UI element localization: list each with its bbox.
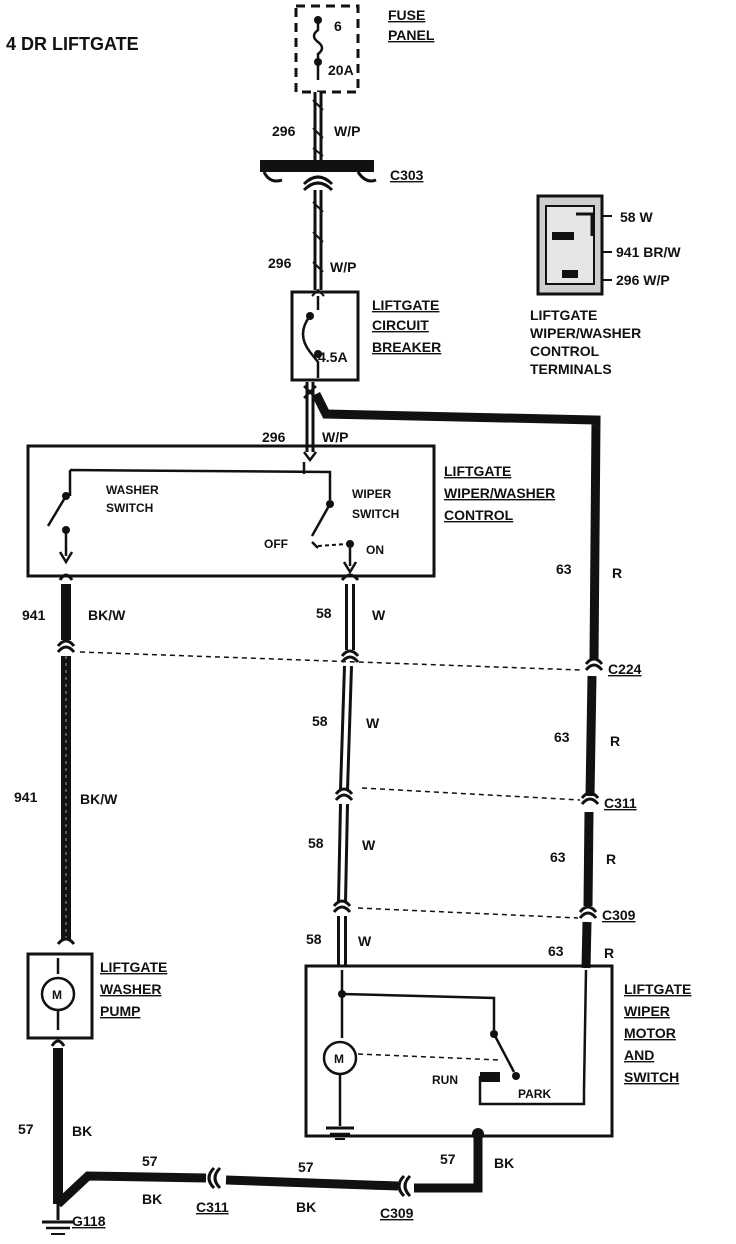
terminal-pin-1: 58 W bbox=[620, 209, 653, 225]
control-terminals-inset bbox=[536, 194, 612, 296]
wiper-motor-label-1: LIFTGATE bbox=[624, 981, 691, 997]
wire-58-number-b: 58 bbox=[312, 713, 328, 729]
wire-63-number-b: 63 bbox=[554, 729, 570, 745]
wire-296-color-c: W/P bbox=[322, 429, 348, 445]
terminals-label-4: TERMINALS bbox=[530, 361, 612, 377]
connector-c224-label: C224 bbox=[608, 661, 642, 677]
breaker-rating: 4.5A bbox=[318, 349, 348, 365]
wire-63-red bbox=[311, 391, 601, 969]
fuse-6: 6 20A bbox=[294, 4, 360, 94]
wire-296-number-c: 296 bbox=[262, 429, 286, 445]
breaker-label-1: LIFTGATE bbox=[372, 297, 439, 313]
wire-57-number-b: 57 bbox=[142, 1153, 158, 1169]
wire-296-number-a: 296 bbox=[272, 123, 296, 139]
terminals-label-2: WIPER/WASHER bbox=[530, 325, 641, 341]
wire-63-color-d: R bbox=[604, 945, 614, 961]
wire-63-number-d: 63 bbox=[548, 943, 564, 959]
wire-63-color-c: R bbox=[606, 851, 616, 867]
control-label-1: LIFTGATE bbox=[444, 463, 511, 479]
wire-296-number-b: 296 bbox=[268, 255, 292, 271]
wire-57-number-a: 57 bbox=[18, 1121, 34, 1137]
wire-58-number-a: 58 bbox=[316, 605, 332, 621]
control-label-3: CONTROL bbox=[444, 507, 514, 523]
wire-57-color-c: BK bbox=[296, 1199, 316, 1215]
washer-switch-label-1: WASHER bbox=[106, 483, 159, 497]
wire-57-color-b: BK bbox=[142, 1191, 162, 1207]
wire-941-number-a: 941 bbox=[22, 607, 46, 623]
fuse-panel-label-1: FUSE bbox=[388, 7, 425, 23]
wiper-run-label: RUN bbox=[432, 1073, 458, 1087]
connector-c309-right-label: C309 bbox=[602, 907, 636, 923]
pump-label-1: LIFTGATE bbox=[100, 959, 167, 975]
wire-941-color-b: BK/W bbox=[80, 791, 118, 807]
connector-c309-right bbox=[357, 905, 598, 919]
wire-58-number-d: 58 bbox=[306, 931, 322, 947]
wiper-motor-switch: M RUN PARK bbox=[304, 964, 614, 1140]
wire-63-number-a: 63 bbox=[556, 561, 572, 577]
wire-58-white bbox=[332, 573, 360, 966]
fuse-panel-label-2: PANEL bbox=[388, 27, 435, 43]
ground-g118 bbox=[42, 1204, 74, 1235]
wiper-park-label: PARK bbox=[518, 1087, 551, 1101]
wire-941-number-b: 941 bbox=[14, 789, 38, 805]
wire-296-color-a: W/P bbox=[334, 123, 360, 139]
diagram-title: 4 DR LIFTGATE bbox=[6, 34, 139, 54]
wire-57-color-d: BK bbox=[494, 1155, 514, 1171]
wire-57-number-c: 57 bbox=[298, 1159, 314, 1175]
connector-c311-right-label: C311 bbox=[604, 795, 637, 811]
wiper-off-label: OFF bbox=[264, 537, 288, 551]
wire-57-color-a: BK bbox=[72, 1123, 92, 1139]
wire-296-breaker-control bbox=[303, 382, 317, 463]
wire-63-color-b: R bbox=[610, 733, 620, 749]
pump-motor-symbol: M bbox=[52, 988, 62, 1002]
washer-switch-label-2: SWITCH bbox=[106, 501, 153, 515]
connector-c311-right bbox=[361, 787, 600, 805]
wiper-motor-label-4: AND bbox=[624, 1047, 654, 1063]
connector-c311-bottom-label: C311 bbox=[196, 1199, 229, 1215]
washer-pump: M bbox=[26, 952, 94, 1040]
wire-57-number-d: 57 bbox=[440, 1151, 456, 1167]
wiper-washer-control: WASHER SWITCH WIPER SWITCH OFF ON bbox=[26, 444, 436, 578]
connector-c309-bottom-label: C309 bbox=[380, 1205, 414, 1221]
wire-296-fuse-c303 bbox=[312, 92, 324, 162]
pump-label-2: WASHER bbox=[100, 981, 161, 997]
terminals-label-3: CONTROL bbox=[530, 343, 600, 359]
control-label-2: WIPER/WASHER bbox=[444, 485, 555, 501]
wire-57-black bbox=[50, 1039, 484, 1208]
connector-c224 bbox=[79, 651, 604, 671]
wiper-on-label: ON bbox=[366, 543, 384, 557]
wire-58-color-c: W bbox=[362, 837, 376, 853]
wire-58-color-b: W bbox=[366, 715, 380, 731]
fuse-number: 6 bbox=[334, 18, 342, 34]
wire-296-c303-breaker bbox=[312, 190, 324, 290]
terminal-pin-3: 296 W/P bbox=[616, 272, 670, 288]
wire-941-color-a: BK/W bbox=[88, 607, 126, 623]
wiper-motor-label-3: MOTOR bbox=[624, 1025, 676, 1041]
wiper-switch-label-1: WIPER bbox=[352, 487, 392, 501]
wire-58-color-a: W bbox=[372, 607, 386, 623]
breaker-label-2: CIRCUIT bbox=[372, 317, 429, 333]
wiper-motor-label-2: WIPER bbox=[624, 1003, 670, 1019]
ground-g118-label: G118 bbox=[72, 1213, 106, 1229]
wire-58-number-c: 58 bbox=[308, 835, 324, 851]
wire-941-bkw bbox=[56, 573, 76, 945]
terminal-pin-2: 941 BR/W bbox=[616, 244, 681, 260]
wiper-motor-label-5: SWITCH bbox=[624, 1069, 679, 1085]
circuit-breaker: 4.5A bbox=[290, 288, 360, 382]
wire-63-color-a: R bbox=[612, 565, 622, 581]
pump-label-3: PUMP bbox=[100, 1003, 140, 1019]
wiper-switch-label-2: SWITCH bbox=[352, 507, 399, 521]
wire-296-color-b: W/P bbox=[330, 259, 356, 275]
terminals-label-1: LIFTGATE bbox=[530, 307, 597, 323]
wire-58-color-d: W bbox=[358, 933, 372, 949]
connector-c303 bbox=[260, 160, 377, 192]
connector-c303-label: C303 bbox=[390, 167, 424, 183]
breaker-label-3: BREAKER bbox=[372, 339, 441, 355]
wiper-motor-symbol: M bbox=[334, 1052, 344, 1066]
wire-63-number-c: 63 bbox=[550, 849, 566, 865]
fuse-rating: 20A bbox=[328, 62, 354, 78]
